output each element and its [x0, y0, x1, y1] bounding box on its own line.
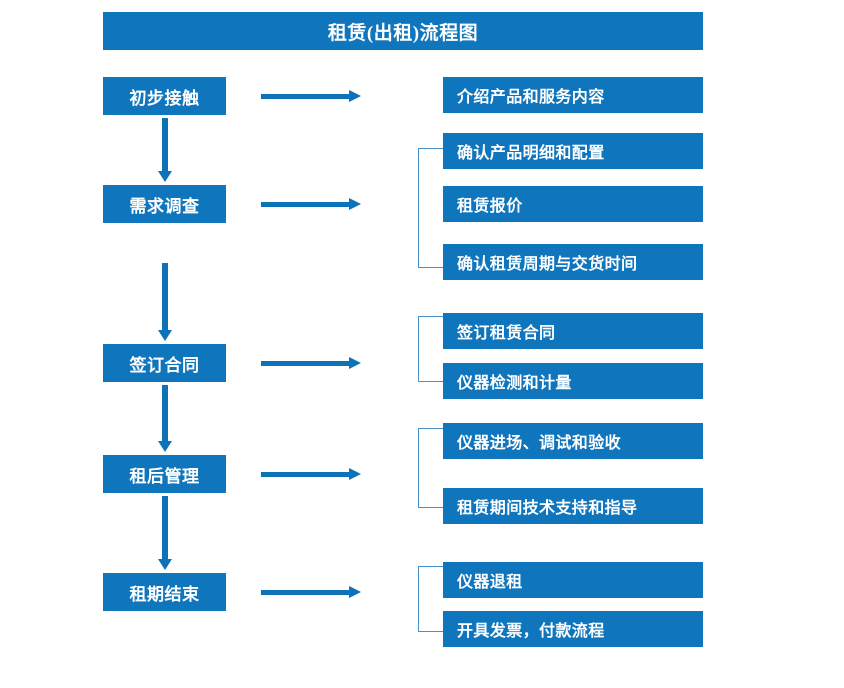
arrow-shaft [162, 385, 168, 441]
stage-box-post-rental-management[interactable]: 租后管理 [103, 455, 226, 493]
arrow-head-down-icon [158, 330, 172, 341]
group-bracket-post-rental [418, 428, 443, 508]
detail-box-confirm-product-spec[interactable]: 确认产品明细和配置 [443, 133, 703, 169]
horizontal-arrow-2 [261, 197, 361, 211]
detail-box-rental-quote[interactable]: 租赁报价 [443, 186, 703, 222]
arrow-shaft [162, 496, 168, 559]
horizontal-arrow-5 [261, 585, 361, 599]
arrow-shaft [261, 361, 349, 366]
horizontal-arrow-3 [261, 356, 361, 370]
arrow-head-down-icon [158, 171, 172, 182]
group-bracket-requirement-survey [418, 148, 443, 268]
detail-box-invoice-payment[interactable]: 开具发票，付款流程 [443, 611, 703, 647]
vertical-arrow-4 [157, 496, 173, 570]
detail-box-instrument-inspection[interactable]: 仪器检测和计量 [443, 363, 703, 399]
vertical-arrow-2 [157, 263, 173, 341]
detail-box-sign-rental-contract[interactable]: 签订租赁合同 [443, 313, 703, 349]
detail-box-technical-support[interactable]: 租赁期间技术支持和指导 [443, 488, 703, 524]
detail-box-instrument-delivery[interactable]: 仪器进场、调试和验收 [443, 423, 703, 459]
group-bracket-rental-end [418, 566, 443, 632]
group-bracket-sign-contract [418, 316, 443, 382]
stage-box-initial-contact[interactable]: 初步接触 [103, 77, 226, 115]
detail-box-confirm-rental-period[interactable]: 确认租赁周期与交货时间 [443, 244, 703, 280]
arrow-shaft [261, 590, 349, 595]
arrow-head-right-icon [349, 90, 361, 102]
arrow-head-right-icon [349, 468, 361, 480]
page-title: 租赁(出租)流程图 [103, 12, 703, 50]
stage-box-requirement-survey[interactable]: 需求调查 [103, 185, 226, 223]
horizontal-arrow-4 [261, 467, 361, 481]
stage-box-sign-contract[interactable]: 签订合同 [103, 344, 226, 382]
detail-box-introduce-products[interactable]: 介绍产品和服务内容 [443, 77, 703, 113]
arrow-head-right-icon [349, 586, 361, 598]
arrow-shaft [162, 263, 168, 330]
arrow-shaft [261, 202, 349, 207]
arrow-head-down-icon [158, 559, 172, 570]
arrow-head-right-icon [349, 198, 361, 210]
horizontal-arrow-1 [261, 89, 361, 103]
vertical-arrow-1 [157, 118, 173, 182]
detail-box-instrument-return[interactable]: 仪器退租 [443, 562, 703, 598]
arrow-head-down-icon [158, 441, 172, 452]
arrow-head-right-icon [349, 357, 361, 369]
arrow-shaft [261, 472, 349, 477]
arrow-shaft [261, 94, 349, 99]
arrow-shaft [162, 118, 168, 171]
vertical-arrow-3 [157, 385, 173, 452]
stage-box-rental-end[interactable]: 租期结束 [103, 573, 226, 611]
